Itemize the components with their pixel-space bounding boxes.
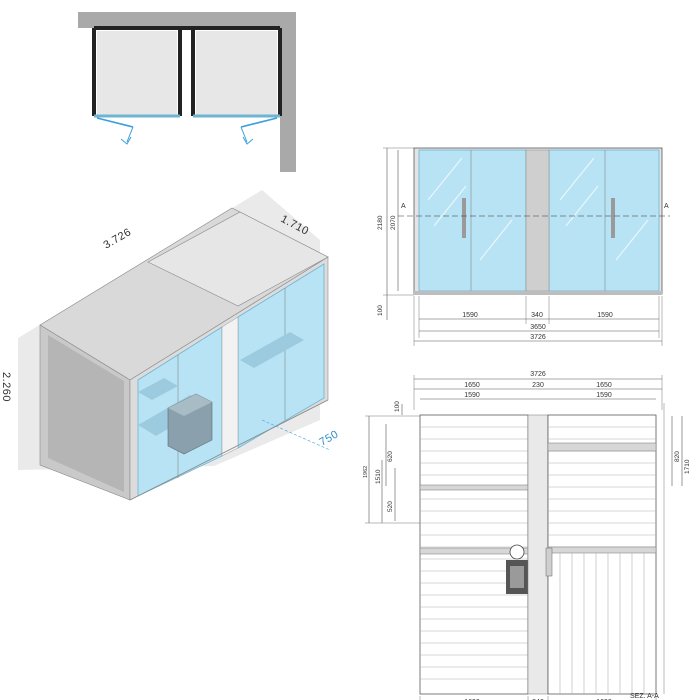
front-handle-right <box>611 198 615 238</box>
section-top-offset: 100 <box>394 401 401 412</box>
section-height-1962: 1962 <box>363 466 369 478</box>
plan-frame <box>92 26 282 116</box>
front-handle-left <box>462 198 466 238</box>
front-middle-post <box>525 149 550 292</box>
section-bench-620: 620 <box>387 451 394 462</box>
section-mark-right: A <box>664 203 669 210</box>
section-wall-slats-left <box>420 426 528 680</box>
iso-heater-top <box>168 394 212 416</box>
iso-bench-leader <box>261 419 331 451</box>
section-vertical-slats-right <box>559 553 645 694</box>
iso-middle-post <box>221 316 239 457</box>
iso-height-label: 2.260 <box>0 372 12 402</box>
iso-view: 3.726 1.710 2.260 750 <box>0 190 341 501</box>
section-heater-stones <box>510 566 524 588</box>
section-middle-column <box>527 414 549 695</box>
plan-door-right <box>240 117 278 128</box>
plan-room-left <box>97 31 177 115</box>
section-room-right <box>547 414 657 695</box>
front-height-glass: 2070 <box>390 215 397 230</box>
front-inner-width: 3650 <box>530 324 546 331</box>
plan-room-right <box>196 31 277 115</box>
section-half-right: 1650 <box>596 382 612 389</box>
section-caption: SEZ. A-A <box>630 693 659 700</box>
front-glass-left <box>418 149 527 292</box>
section-lamp <box>545 547 553 577</box>
plan-view <box>78 12 296 172</box>
iso-shelf-left <box>138 378 178 400</box>
front-base-height: 100 <box>377 305 384 316</box>
iso-side-inner <box>48 335 124 492</box>
iso-bench-right <box>240 332 304 368</box>
section-top-width: 3726 <box>530 371 546 378</box>
section-inner-left: 1590 <box>464 392 480 399</box>
section-half-left: 1650 <box>464 382 480 389</box>
section-heater-control <box>509 544 525 560</box>
section-aa: 3726 1650 230 1650 1590 1590 <box>363 371 691 700</box>
section-inner-right: 1590 <box>596 392 612 399</box>
front-elevation: A A 2180 2070 100 1590 340 1590 3650 372… <box>377 147 670 346</box>
plan-door-arrow-right <box>242 136 254 145</box>
section-upper-bench-left <box>419 484 529 491</box>
section-gap: 230 <box>532 382 544 389</box>
plan-door-swing-left <box>126 126 134 143</box>
front-base <box>414 291 662 295</box>
iso-bench-label: 750 <box>318 428 341 448</box>
section-height-1510: 1510 <box>375 469 382 484</box>
iso-base-line <box>129 399 329 501</box>
iso-length-label: 3.726 <box>102 226 134 251</box>
section-right-1710: 1710 <box>684 459 691 474</box>
front-glass-reflections <box>427 157 649 261</box>
front-door-left-width: 1590 <box>462 312 478 319</box>
section-lower-bench-right <box>547 546 657 554</box>
section-bench-520: 520 <box>387 501 394 512</box>
front-glass-right <box>548 149 660 292</box>
plan-door-left <box>96 117 134 128</box>
section-right-820: 820 <box>674 451 681 462</box>
plan-door-arrow-left <box>120 136 132 145</box>
section-mark-left: A <box>401 203 406 210</box>
front-door-right-width: 1590 <box>597 312 613 319</box>
section-upper-bench-right <box>547 442 657 452</box>
front-outer-width: 3726 <box>530 334 546 341</box>
plan-door-swing-right <box>240 126 248 143</box>
front-middle-width: 340 <box>531 312 543 319</box>
front-height-total: 2180 <box>377 215 384 230</box>
